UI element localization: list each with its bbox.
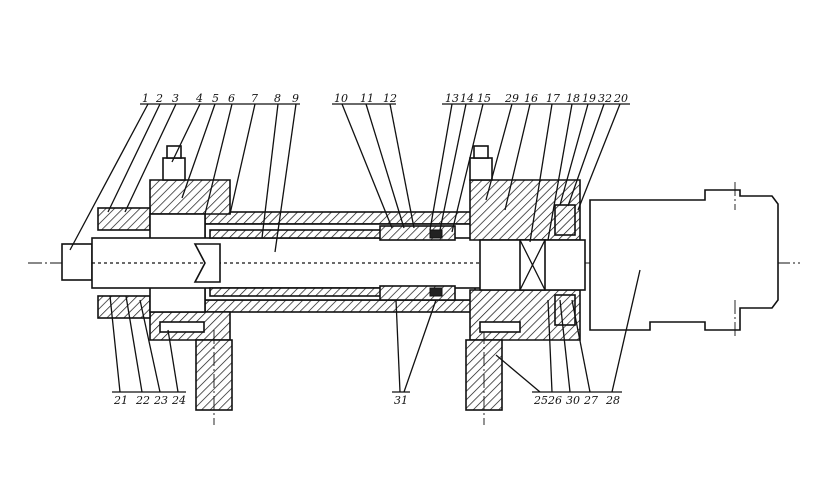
callout-17: 17: [546, 92, 560, 105]
piston-seals: [379, 225, 456, 301]
callouts-top: 1 2 3 4 5 6 7 8 9 10 11 12 13 14 15 29 1…: [142, 92, 628, 105]
callout-3: 3: [172, 92, 179, 105]
callout-28: 28: [605, 394, 620, 407]
callout-23: 23: [153, 394, 168, 407]
callout-11: 11: [360, 92, 374, 105]
callout-6: 6: [228, 92, 235, 105]
right-end-cap: [465, 145, 586, 425]
callouts-bottom: 21 22 23 24 31 25 26 30 27 28: [113, 394, 620, 407]
callout-22: 22: [135, 394, 150, 407]
piston-rod: [61, 237, 498, 289]
callout-16: 16: [524, 92, 538, 105]
callout-21: 21: [113, 394, 128, 407]
leader-lines-bottom: [109, 269, 641, 393]
callout-29: 29: [504, 92, 519, 105]
callout-27: 27: [583, 394, 598, 407]
callout-7: 7: [251, 92, 258, 105]
callout-underlines: [112, 103, 630, 393]
callout-12: 12: [383, 92, 397, 105]
callout-32: 32: [598, 92, 612, 105]
callout-18: 18: [566, 92, 580, 105]
callout-5: 5: [212, 92, 219, 105]
callout-31: 31: [394, 394, 408, 407]
callout-2: 2: [155, 92, 163, 105]
callout-26: 26: [547, 394, 562, 407]
callout-10: 10: [334, 92, 348, 105]
callout-15: 15: [477, 92, 491, 105]
callout-13: 13: [445, 92, 459, 105]
attached-housing: [589, 182, 779, 338]
callout-24: 24: [171, 394, 186, 407]
callout-9: 9: [292, 92, 299, 105]
callout-8: 8: [274, 92, 281, 105]
callout-20: 20: [613, 92, 628, 105]
callout-25: 25: [533, 394, 548, 407]
callout-4: 4: [195, 92, 203, 105]
callout-1: 1: [142, 92, 149, 105]
callout-30: 30: [566, 394, 580, 407]
callout-14: 14: [460, 92, 474, 105]
leader-lines-top: [69, 103, 621, 253]
callout-19: 19: [582, 92, 596, 105]
